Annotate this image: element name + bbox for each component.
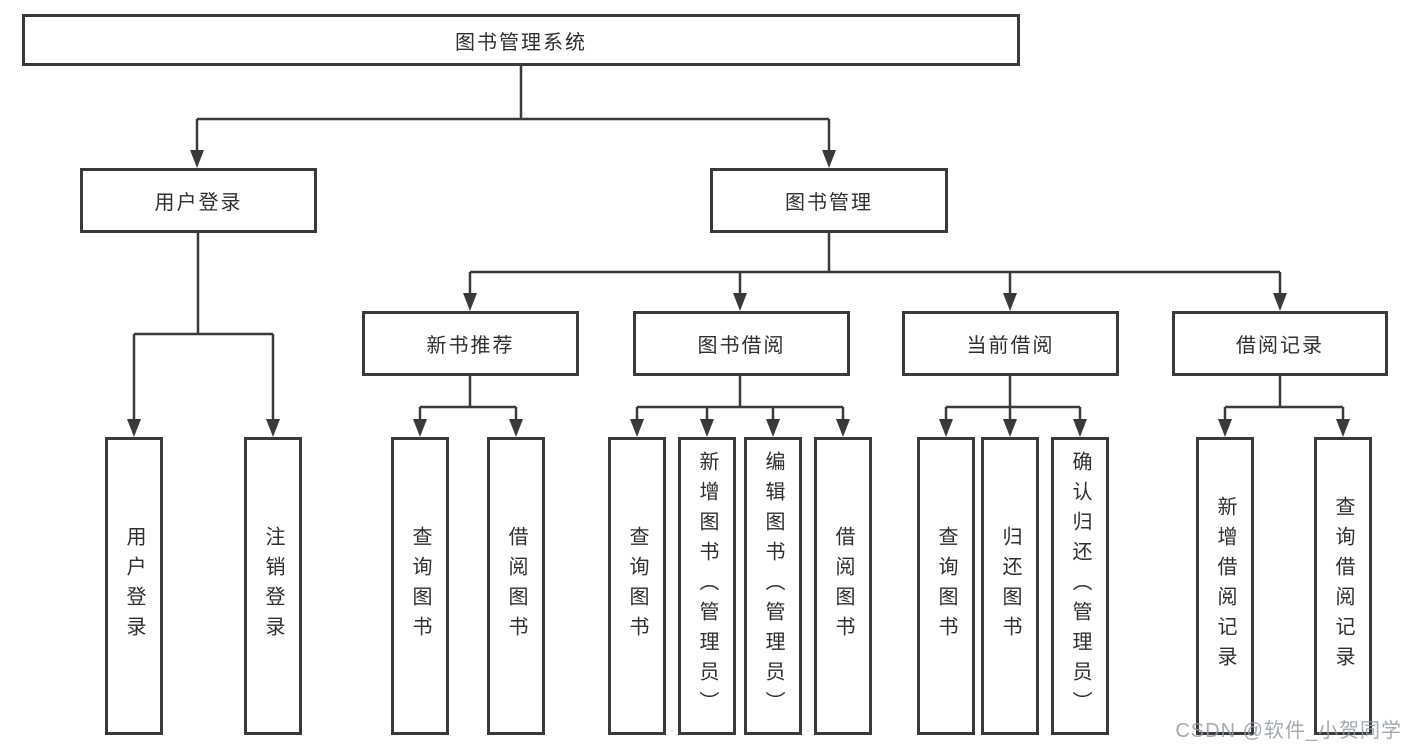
node-borrow-records: 借阅记录 xyxy=(1172,311,1388,376)
node-user-login: 用户登录 xyxy=(105,437,163,735)
node-query-borrow-record: 查询借阅记录 xyxy=(1314,437,1372,735)
node-query-books-3: 查询图书 xyxy=(917,437,975,735)
node-new-book-recommend: 新书推荐 xyxy=(362,311,579,376)
node-borrow-books-2: 借阅图书 xyxy=(814,437,872,735)
node-library-system: 图书管理系统 xyxy=(22,14,1020,66)
node-confirm-return-admin: 确认归还（管理员） xyxy=(1051,437,1109,735)
node-edit-book-admin: 编辑图书（管理员） xyxy=(744,437,802,735)
node-add-book-admin: 新增图书（管理员） xyxy=(678,437,736,735)
csdn-watermark: CSDN @软件_小贺同学 xyxy=(1175,720,1402,742)
node-add-borrow-record: 新增借阅记录 xyxy=(1196,437,1254,735)
node-return-books: 归还图书 xyxy=(981,437,1039,735)
node-logout: 注销登录 xyxy=(244,437,302,735)
node-user-login-module: 用户登录 xyxy=(80,168,317,233)
node-borrow-books-1: 借阅图书 xyxy=(487,437,545,735)
node-book-management: 图书管理 xyxy=(710,168,948,233)
node-query-books-2: 查询图书 xyxy=(608,437,666,735)
node-book-borrow: 图书借阅 xyxy=(633,311,850,376)
node-query-books-1: 查询图书 xyxy=(391,437,449,735)
node-current-borrow: 当前借阅 xyxy=(902,311,1119,376)
